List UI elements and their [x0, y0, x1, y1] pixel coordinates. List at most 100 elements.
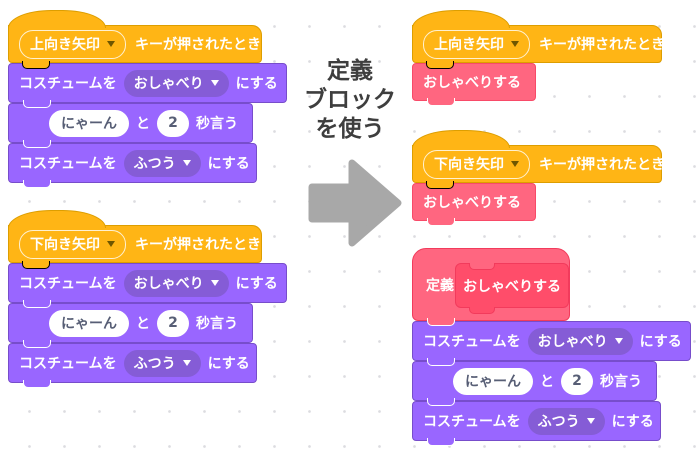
block-label: にする [235, 76, 278, 92]
define-keyword: 定義 [426, 277, 454, 294]
block-label: にする [207, 156, 250, 172]
custom-block-prototype[interactable]: おしゃべりする [455, 263, 569, 314]
block-tab [22, 261, 50, 269]
block-label: コスチュームを [423, 334, 521, 350]
hat-dome [412, 10, 510, 28]
chevron-down-icon [586, 418, 595, 424]
costume-dropdown-value: おしゃべり [537, 334, 608, 350]
custom-block-call[interactable]: おしゃべりする [412, 63, 536, 106]
costume-dropdown[interactable]: ふつう [123, 349, 201, 377]
say-for-seconds-block[interactable]: にゃーん と 2 秒言う [8, 103, 253, 148]
key-dropdown-value: 下向き矢印 [30, 237, 100, 253]
block-label: コスチュームを [19, 156, 117, 172]
block-label: コスチュームを [19, 356, 117, 372]
block-tab [22, 61, 50, 69]
block-tab [427, 358, 455, 366]
switch-costume-block[interactable]: コスチュームを ふつう にする [8, 143, 257, 188]
block-label: コスチュームを [19, 76, 117, 92]
key-dropdown-value: 上向き矢印 [30, 37, 100, 53]
chevron-down-icon [182, 160, 191, 166]
hat-label: キーが押されたとき [539, 37, 665, 53]
costume-dropdown[interactable]: おしゃべり [123, 69, 229, 97]
caption-line: を使う [315, 116, 385, 142]
block-label: と [540, 374, 554, 390]
key-dropdown[interactable]: 上向き矢印 [423, 29, 530, 59]
prototype-label: おしゃべりする [463, 278, 561, 295]
block-label: と [136, 116, 150, 132]
message-input[interactable]: にゃーん [49, 309, 129, 337]
chevron-down-icon [107, 41, 115, 47]
block-notch [469, 263, 495, 270]
block-tab [427, 438, 455, 446]
key-dropdown[interactable]: 下向き矢印 [423, 149, 530, 179]
seconds-input[interactable]: 2 [157, 309, 189, 337]
chevron-down-icon [210, 80, 219, 86]
chevron-down-icon [182, 360, 191, 366]
say-for-seconds-block[interactable]: にゃーん と 2 秒言う [412, 361, 657, 406]
block-tab [23, 300, 51, 308]
costume-dropdown[interactable]: ふつう [527, 407, 605, 435]
chevron-down-icon [107, 241, 115, 247]
hat-dome [412, 130, 510, 148]
costume-dropdown-value: おしゃべり [133, 276, 204, 292]
block-label: 秒言う [196, 116, 238, 132]
block-tab [427, 398, 455, 406]
seconds-input[interactable]: 2 [157, 109, 189, 137]
key-dropdown[interactable]: 下向き矢印 [19, 229, 126, 259]
seconds-input[interactable]: 2 [561, 367, 593, 395]
block-tab [427, 318, 455, 326]
block-tab [23, 380, 51, 388]
block-tab [23, 100, 51, 108]
hat-label: キーが押されたとき [135, 237, 261, 253]
message-input[interactable]: にゃーん [49, 109, 129, 137]
chevron-down-icon [511, 161, 519, 167]
costume-dropdown-value: ふつう [133, 156, 176, 172]
right-arrow-icon [308, 159, 402, 247]
key-dropdown-value: 上向き矢印 [434, 37, 504, 53]
switch-costume-block[interactable]: コスチュームを おしゃべり にする [8, 63, 287, 108]
key-dropdown-value: 下向き矢印 [434, 157, 504, 173]
chevron-down-icon [614, 338, 623, 344]
block-tab [23, 180, 51, 188]
block-label: と [136, 316, 150, 332]
block-tab [427, 218, 455, 226]
hat-when-key-pressed-up[interactable]: 上向き矢印 キーが押されたとき [8, 10, 262, 69]
say-for-seconds-block[interactable]: にゃーん と 2 秒言う [8, 303, 253, 348]
costume-dropdown-value: おしゃべり [133, 76, 204, 92]
block-label: にする [611, 414, 654, 430]
chevron-down-icon [210, 280, 219, 286]
key-dropdown[interactable]: 上向き矢印 [19, 29, 126, 59]
costume-dropdown-value: ふつう [537, 414, 580, 430]
costume-dropdown[interactable]: おしゃべり [527, 327, 633, 355]
block-label: おしゃべりする [423, 75, 521, 91]
switch-costume-block[interactable]: コスチュームを おしゃべり にする [8, 263, 287, 308]
hat-dome [8, 10, 106, 28]
hat-when-key-pressed-down[interactable]: 下向き矢印 キーが押されたとき [8, 210, 262, 269]
hat-when-key-pressed-down[interactable]: 下向き矢印 キーが押されたとき [412, 130, 665, 189]
switch-costume-block[interactable]: コスチュームを おしゃべり にする [412, 321, 691, 366]
block-label: 秒言う [196, 316, 238, 332]
costume-dropdown[interactable]: ふつう [123, 149, 201, 177]
block-label: にする [639, 334, 682, 350]
hat-label: キーが押されたとき [135, 37, 261, 53]
chevron-down-icon [511, 41, 519, 47]
block-tab [23, 140, 51, 148]
block-label: コスチュームを [423, 414, 521, 430]
caption-line: 定義 [327, 58, 373, 84]
hat-when-key-pressed-up[interactable]: 上向き矢印 キーが押されたとき [412, 10, 665, 69]
block-tab [23, 340, 51, 348]
hat-label: キーが押されたとき [539, 157, 665, 173]
define-block[interactable]: 定義 おしゃべりする [412, 248, 570, 326]
block-label: おしゃべりする [423, 195, 521, 211]
block-tab [426, 181, 454, 189]
block-label: にする [207, 356, 250, 372]
custom-block-call[interactable]: おしゃべりする [412, 183, 536, 226]
caption-line: ブロック [304, 87, 396, 113]
switch-costume-block[interactable]: コスチュームを ふつう にする [8, 343, 257, 388]
message-input[interactable]: にゃーん [453, 367, 533, 395]
block-tab [426, 61, 454, 69]
costume-dropdown[interactable]: おしゃべり [123, 269, 229, 297]
switch-costume-block[interactable]: コスチュームを ふつう にする [412, 401, 661, 446]
block-label: 秒言う [600, 374, 642, 390]
